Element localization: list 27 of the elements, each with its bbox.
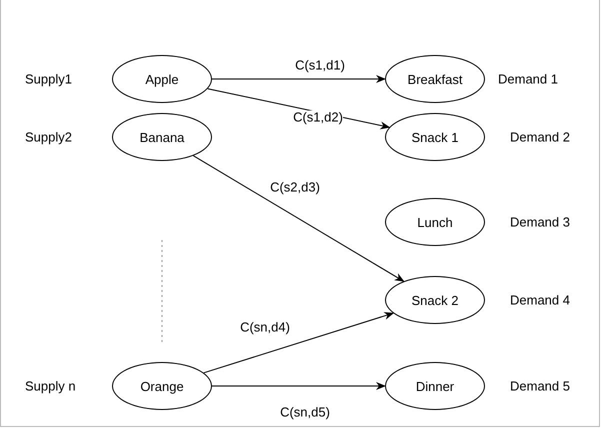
node-label: Orange [140,378,184,394]
edge-label: C(sn,d4) [240,320,290,334]
ellipse-node [385,276,485,324]
edge-label: C(s1,d2) [293,110,343,124]
node-label: Snack 2 [412,292,458,308]
supply-label: Supply2 [25,130,72,144]
node-label: Banana [140,130,184,144]
arrow [212,382,386,390]
node-label: Snack 1 [412,130,458,144]
demand-label: Demand 4 [510,292,570,308]
arrow [212,75,386,83]
node-label: Apple [145,72,179,86]
arrow [192,155,405,282]
arrow [203,312,394,374]
supply-label: Supply1 [25,72,72,86]
demand-label: Demand 5 [510,378,570,394]
edge-label: C(s2,d3) [270,180,320,194]
ellipse-node [385,113,485,161]
demand-label: Demand 1 [498,72,558,86]
edge-label: C(sn,d5) [280,406,330,418]
node-label: Lunch [417,214,453,230]
node-label: Breakfast [408,72,462,86]
node-label: Dinner [416,378,454,394]
demand-label: Demand 2 [510,130,570,144]
demand-label: Demand 3 [510,214,570,230]
edge-label: C(s1,d1) [295,58,345,72]
supply-label: Supply n [25,378,76,394]
